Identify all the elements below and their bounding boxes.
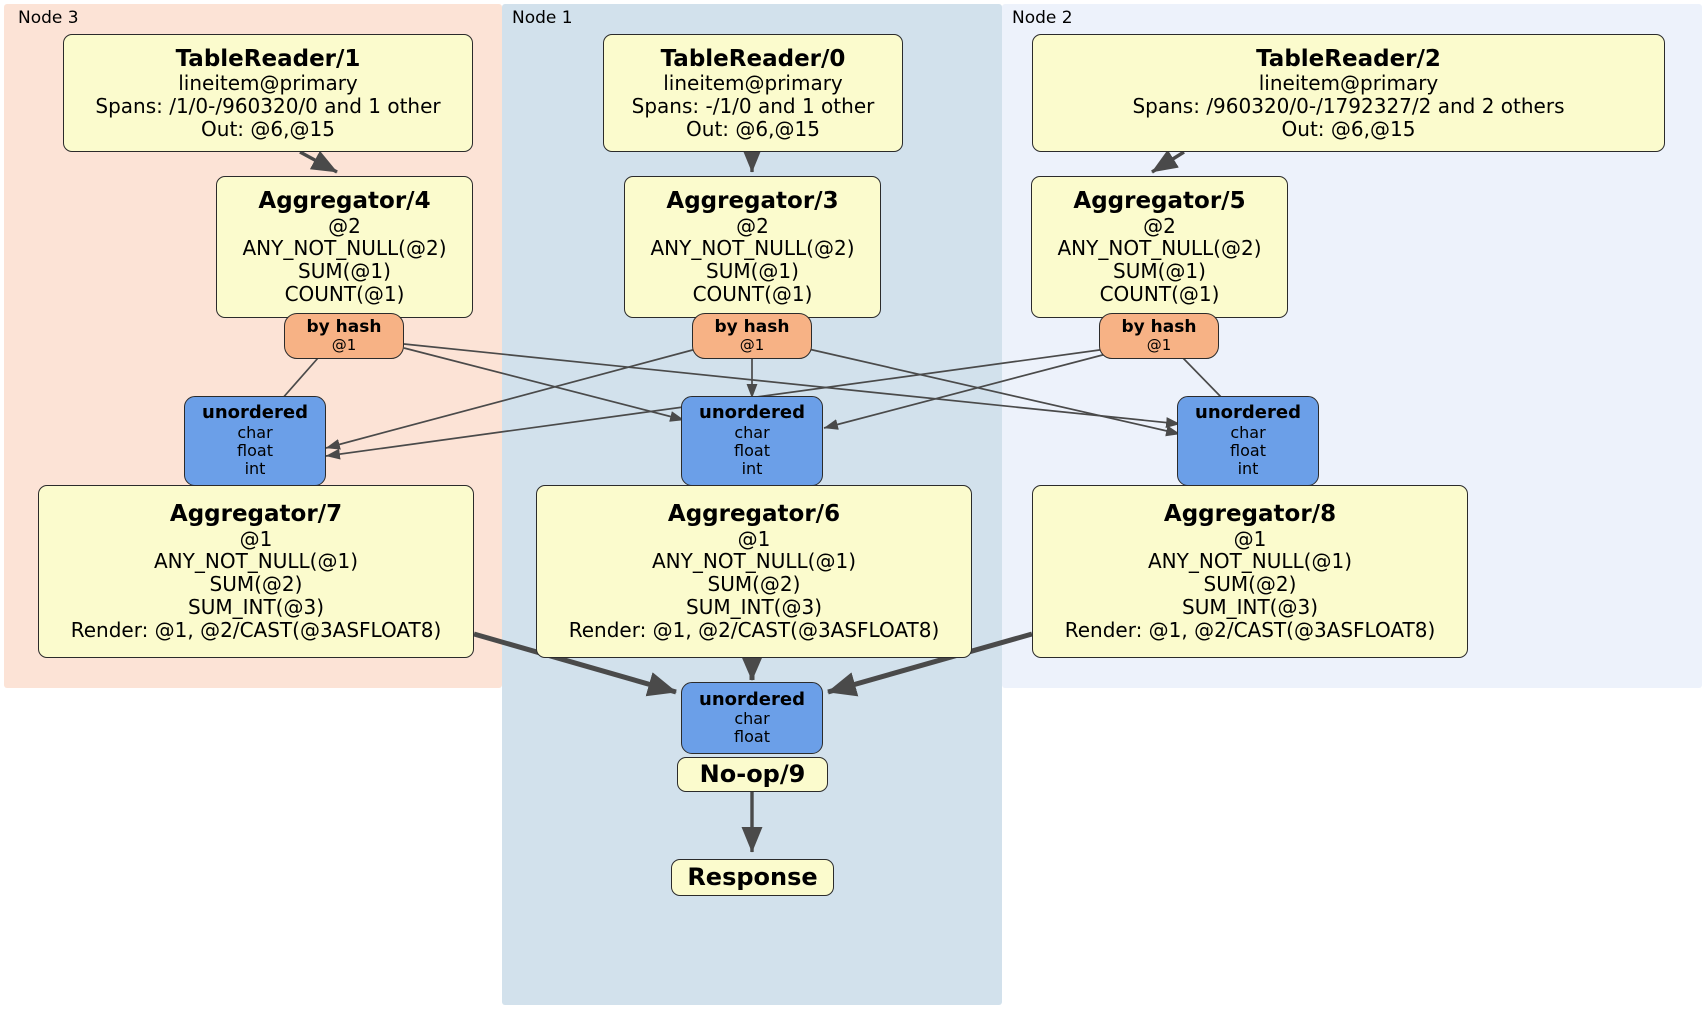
- box-line: ANY_NOT_NULL(@1): [1148, 549, 1352, 574]
- box-title: Aggregator/6: [667, 501, 841, 528]
- box-line: @2: [1143, 213, 1176, 238]
- box-line: char: [734, 709, 770, 729]
- box-line: @1: [739, 336, 765, 355]
- box-line: COUNT(@1): [284, 281, 405, 306]
- box-title: unordered: [699, 402, 805, 424]
- router-by-hash-right[interactable]: by hash @1: [1099, 313, 1219, 359]
- processor-aggregator-4[interactable]: Aggregator/4 @2 ANY_NOT_NULL(@2) SUM(@1)…: [216, 176, 473, 318]
- box-line: int: [1237, 459, 1259, 479]
- box-title: TableReader/2: [1256, 45, 1441, 72]
- box-line: @1: [737, 526, 771, 551]
- box-title: Aggregator/7: [169, 501, 343, 528]
- box-line: SUM(@2): [209, 572, 303, 597]
- processor-table-reader-0[interactable]: TableReader/0 lineitem@primary Spans: -/…: [603, 34, 903, 152]
- box-title: Aggregator/3: [666, 188, 839, 215]
- box-line: Out: @6,@15: [1281, 116, 1416, 141]
- box-line: SUM_INT(@3): [188, 595, 324, 619]
- box-line: SUM_INT(@3): [1182, 595, 1318, 619]
- processor-response[interactable]: Response: [671, 859, 834, 896]
- box-line: SUM(@1): [1113, 259, 1206, 284]
- box-line: lineitem@primary: [1258, 70, 1439, 95]
- router-by-hash-center[interactable]: by hash @1: [692, 313, 812, 359]
- box-title: Aggregator/8: [1163, 501, 1337, 528]
- node-label-node2: Node 2: [1012, 8, 1073, 28]
- box-line: @2: [736, 213, 769, 238]
- processor-table-reader-1[interactable]: TableReader/1 lineitem@primary Spans: /1…: [63, 34, 473, 152]
- box-title: by hash: [1121, 316, 1197, 337]
- box-line: float: [734, 727, 770, 747]
- processor-aggregator-5[interactable]: Aggregator/5 @2 ANY_NOT_NULL(@2) SUM(@1)…: [1031, 176, 1288, 318]
- box-line: @1: [331, 336, 357, 355]
- box-title: TableReader/1: [175, 45, 361, 72]
- box-line: float: [734, 441, 770, 461]
- box-line: lineitem@primary: [178, 70, 358, 95]
- box-line: Spans: /960320/0-/1792327/2 and 2 others: [1132, 93, 1565, 118]
- box-line: Spans: -/1/0 and 1 other: [631, 93, 875, 118]
- box-line: ANY_NOT_NULL(@2): [1057, 236, 1262, 261]
- receiver-unordered-left[interactable]: unordered char float int: [184, 396, 326, 486]
- box-title: unordered: [1195, 402, 1301, 424]
- box-line: SUM_INT(@3): [686, 595, 822, 619]
- box-line: char: [1230, 422, 1266, 442]
- box-line: COUNT(@1): [1099, 281, 1220, 306]
- processor-aggregator-3[interactable]: Aggregator/3 @2 ANY_NOT_NULL(@2) SUM(@1)…: [624, 176, 881, 318]
- box-line: Render: @1, @2/CAST(@3ASFLOAT8): [568, 617, 940, 642]
- box-line: COUNT(@1): [692, 281, 813, 306]
- box-line: SUM(@2): [707, 572, 801, 597]
- processor-table-reader-2[interactable]: TableReader/2 lineitem@primary Spans: /9…: [1032, 34, 1665, 152]
- box-line: @1: [1146, 336, 1172, 355]
- receiver-unordered-center[interactable]: unordered char float int: [681, 396, 823, 486]
- box-line: Spans: /1/0-/960320/0 and 1 other: [95, 93, 441, 118]
- box-line: Out: @6,@15: [686, 116, 820, 141]
- node-label-node3: Node 3: [18, 8, 79, 28]
- box-title: unordered: [202, 402, 308, 424]
- box-line: ANY_NOT_NULL(@1): [652, 549, 856, 574]
- box-title: No-op/9: [699, 759, 806, 788]
- box-line: SUM(@1): [706, 259, 799, 284]
- router-by-hash-left[interactable]: by hash @1: [284, 313, 404, 359]
- box-line: @1: [239, 526, 273, 551]
- receiver-unordered-right[interactable]: unordered char float int: [1177, 396, 1319, 486]
- box-title: by hash: [714, 316, 790, 337]
- processor-aggregator-8[interactable]: Aggregator/8 @1 ANY_NOT_NULL(@1) SUM(@2)…: [1032, 485, 1468, 658]
- box-line: int: [741, 459, 763, 479]
- box-line: SUM(@2): [1203, 572, 1297, 597]
- box-line: @1: [1233, 526, 1267, 551]
- box-line: ANY_NOT_NULL(@2): [242, 236, 447, 261]
- processor-noop-9[interactable]: No-op/9: [677, 757, 828, 792]
- node-label-node1: Node 1: [512, 8, 573, 28]
- box-line: int: [244, 459, 266, 479]
- box-line: char: [734, 422, 770, 442]
- processor-aggregator-6[interactable]: Aggregator/6 @1 ANY_NOT_NULL(@1) SUM(@2)…: [536, 485, 972, 658]
- box-line: char: [237, 422, 273, 442]
- box-title: unordered: [699, 688, 805, 710]
- box-line: Out: @6,@15: [201, 116, 335, 141]
- box-line: SUM(@1): [298, 259, 391, 284]
- box-line: float: [237, 441, 273, 461]
- box-line: @2: [328, 213, 361, 238]
- box-line: Render: @1, @2/CAST(@3ASFLOAT8): [1064, 617, 1436, 642]
- box-title: Response: [687, 862, 818, 891]
- box-line: ANY_NOT_NULL(@1): [154, 549, 358, 574]
- box-line: float: [1230, 441, 1266, 461]
- box-line: lineitem@primary: [663, 70, 843, 95]
- receiver-unordered-final[interactable]: unordered char float: [681, 682, 823, 754]
- box-line: ANY_NOT_NULL(@2): [650, 236, 855, 261]
- box-title: Aggregator/4: [258, 188, 431, 215]
- box-title: TableReader/0: [660, 45, 846, 72]
- box-line: Render: @1, @2/CAST(@3ASFLOAT8): [70, 617, 442, 642]
- box-title: Aggregator/5: [1073, 188, 1246, 215]
- box-title: by hash: [306, 316, 382, 337]
- processor-aggregator-7[interactable]: Aggregator/7 @1 ANY_NOT_NULL(@1) SUM(@2)…: [38, 485, 474, 658]
